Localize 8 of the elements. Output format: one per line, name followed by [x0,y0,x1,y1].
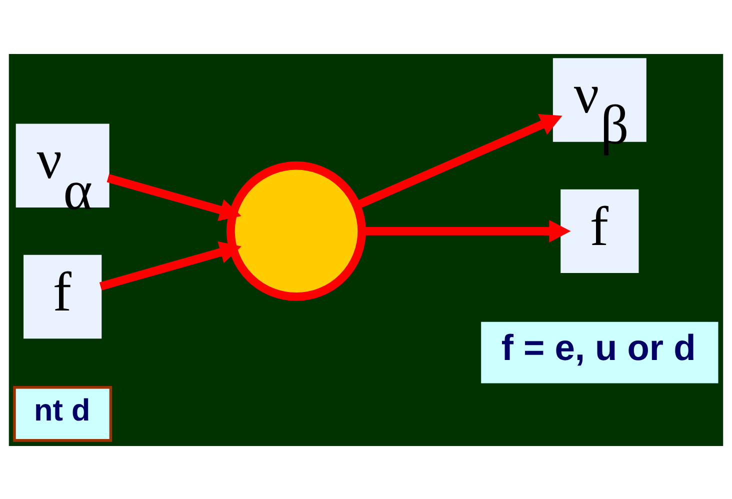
node-box: f [24,254,102,338]
label: f = e, u or d [501,326,696,368]
node-box: nt d [13,386,112,442]
arrow [106,174,242,220]
arrow [99,240,242,290]
node-label: β [600,94,629,156]
node-circle [226,160,366,300]
node-box: f [560,188,639,273]
